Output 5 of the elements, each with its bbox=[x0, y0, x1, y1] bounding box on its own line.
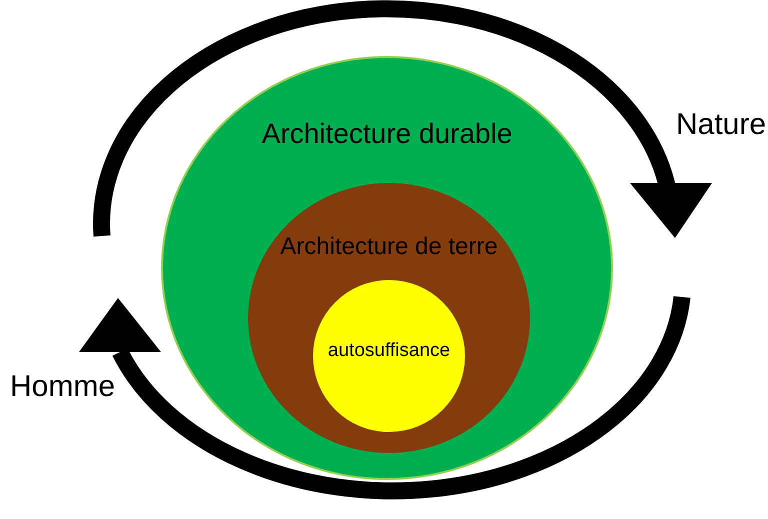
node-label: autosuffisance bbox=[328, 340, 450, 362]
node-label: Architecture durable bbox=[262, 118, 512, 150]
cycle-label: Nature bbox=[676, 108, 766, 142]
cycle-label: Homme bbox=[10, 370, 116, 404]
node-label: Architecture de terre bbox=[280, 233, 498, 261]
